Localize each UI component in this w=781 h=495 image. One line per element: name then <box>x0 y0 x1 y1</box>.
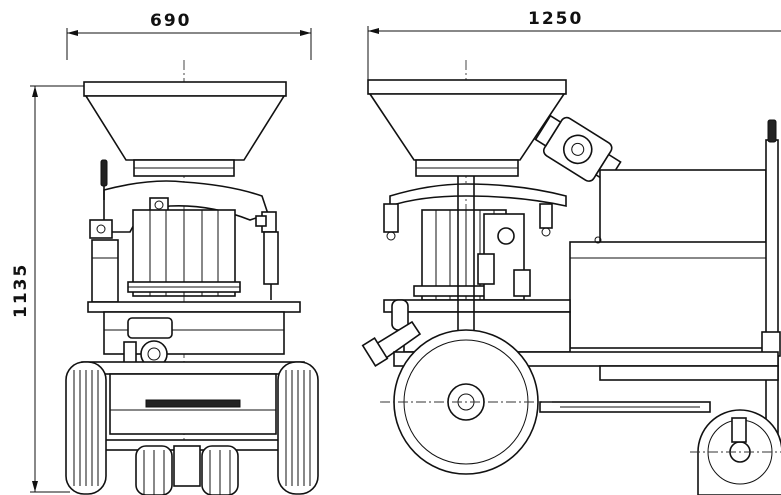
side-outlet-nozzle <box>361 320 422 367</box>
front-rotor-housing <box>127 209 241 297</box>
side-view: 1250 <box>361 9 781 495</box>
length-dimension: 1250 <box>367 9 781 80</box>
front-wheel-left <box>65 361 107 495</box>
front-left-motor <box>89 219 119 303</box>
height-dimension: 1135 <box>11 85 85 493</box>
side-vibrator <box>534 114 622 184</box>
side-large-wheel <box>380 329 552 475</box>
front-right-cylinder <box>255 211 279 300</box>
side-yoke <box>383 183 567 241</box>
rear-wheels-front-view <box>135 445 239 495</box>
front-frame <box>81 361 305 451</box>
side-gearbox <box>477 213 531 301</box>
height-dimension-label: 1135 <box>11 263 31 318</box>
length-dimension-label: 1250 <box>528 9 583 29</box>
side-upper-cabinet <box>599 169 767 249</box>
side-hopper <box>367 79 567 177</box>
front-hopper <box>83 81 287 177</box>
width-dimension-label: 690 <box>150 11 192 31</box>
front-wheel-right <box>277 361 319 495</box>
side-small-wheel <box>690 409 781 495</box>
width-dimension: 690 <box>66 11 312 60</box>
front-platform <box>87 301 301 355</box>
front-view: 690 1135 <box>11 11 319 495</box>
side-lower-cabinet <box>569 236 773 349</box>
front-handle <box>100 159 108 200</box>
